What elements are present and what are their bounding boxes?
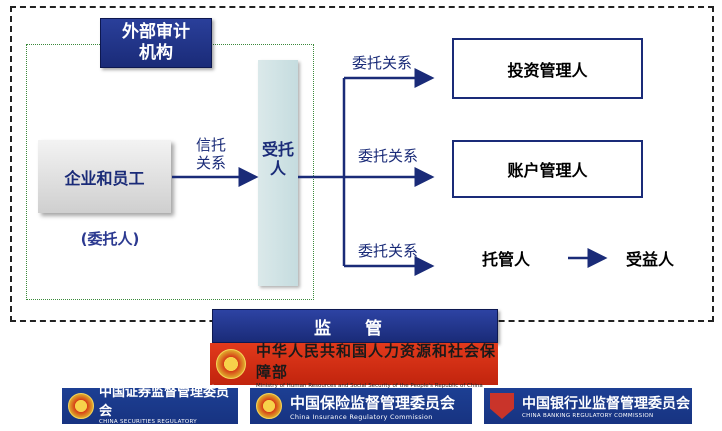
mohrss-name-en: Ministry of Human Resources and Social S… bbox=[256, 382, 483, 389]
enterprise-label: 企业和员工 bbox=[64, 168, 145, 188]
trust-relation-label: 信托 关系 bbox=[196, 136, 236, 172]
delegation-label-investment: 委托关系 bbox=[352, 54, 413, 72]
cbrc-logo: 中国银行业监督管理委员会 CHINA BANKING REGULATORY CO… bbox=[484, 388, 692, 424]
circ-name-en: China Insurance Regulatory Commission bbox=[290, 412, 433, 421]
cbrc-name-en: CHINA BANKING REGULATORY COMMISSION bbox=[522, 413, 654, 419]
supervision-banner: 监 管 bbox=[212, 309, 498, 343]
csrc-logo: 中国证券监督管理委员会 CHINA SECURITIES REGULATORY … bbox=[62, 385, 238, 431]
circ-name-cn: 中国保险监督管理委员会 bbox=[290, 393, 456, 412]
csrc-name-cn: 中国证券监督管理委员会 bbox=[99, 385, 230, 419]
account-manager-label: 账户管理人 bbox=[507, 161, 588, 180]
cbrc-name-cn: 中国银行业监督管理委员会 bbox=[522, 396, 690, 412]
investment-manager-label: 投资管理人 bbox=[507, 60, 588, 80]
trustee-label: 受托人 bbox=[261, 140, 294, 178]
principal-label: (委托人) bbox=[80, 230, 140, 248]
csrc-name-en: CHINA SECURITIES REGULATORY COMMISSION bbox=[99, 419, 197, 431]
trust-relation-line2: 关系 bbox=[196, 154, 227, 172]
delegation-label-custodian: 委托关系 bbox=[358, 242, 419, 260]
mohrss-logo: 中华人民共和国人力资源和社会保障部 Ministry of Human Reso… bbox=[210, 341, 498, 389]
audit-line2: 机构 bbox=[139, 43, 173, 63]
external-audit-box: 外部审计 机构 bbox=[100, 18, 212, 68]
delegation-label-account: 委托关系 bbox=[358, 147, 419, 165]
national-emblem-icon bbox=[216, 349, 246, 379]
investment-manager-box: 投资管理人 bbox=[452, 38, 643, 99]
enterprise-employee-box: 企业和员工 bbox=[38, 140, 171, 213]
beneficiary-label: 受益人 bbox=[626, 250, 675, 269]
trustee-box bbox=[258, 60, 298, 286]
audit-line1: 外部审计 bbox=[122, 22, 190, 42]
account-manager-box: 账户管理人 bbox=[452, 140, 643, 198]
custodian-label: 托管人 bbox=[482, 250, 531, 269]
supervision-label: 监 管 bbox=[314, 318, 396, 339]
national-emblem-icon bbox=[68, 393, 94, 419]
mohrss-name-cn: 中华人民共和国人力资源和社会保障部 bbox=[256, 341, 497, 381]
trust-relation-line1: 信托 bbox=[196, 136, 227, 154]
cbrc-shield-icon bbox=[490, 393, 514, 419]
circ-logo: 中国保险监督管理委员会 China Insurance Regulatory C… bbox=[250, 388, 472, 424]
national-emblem-icon bbox=[256, 393, 282, 419]
